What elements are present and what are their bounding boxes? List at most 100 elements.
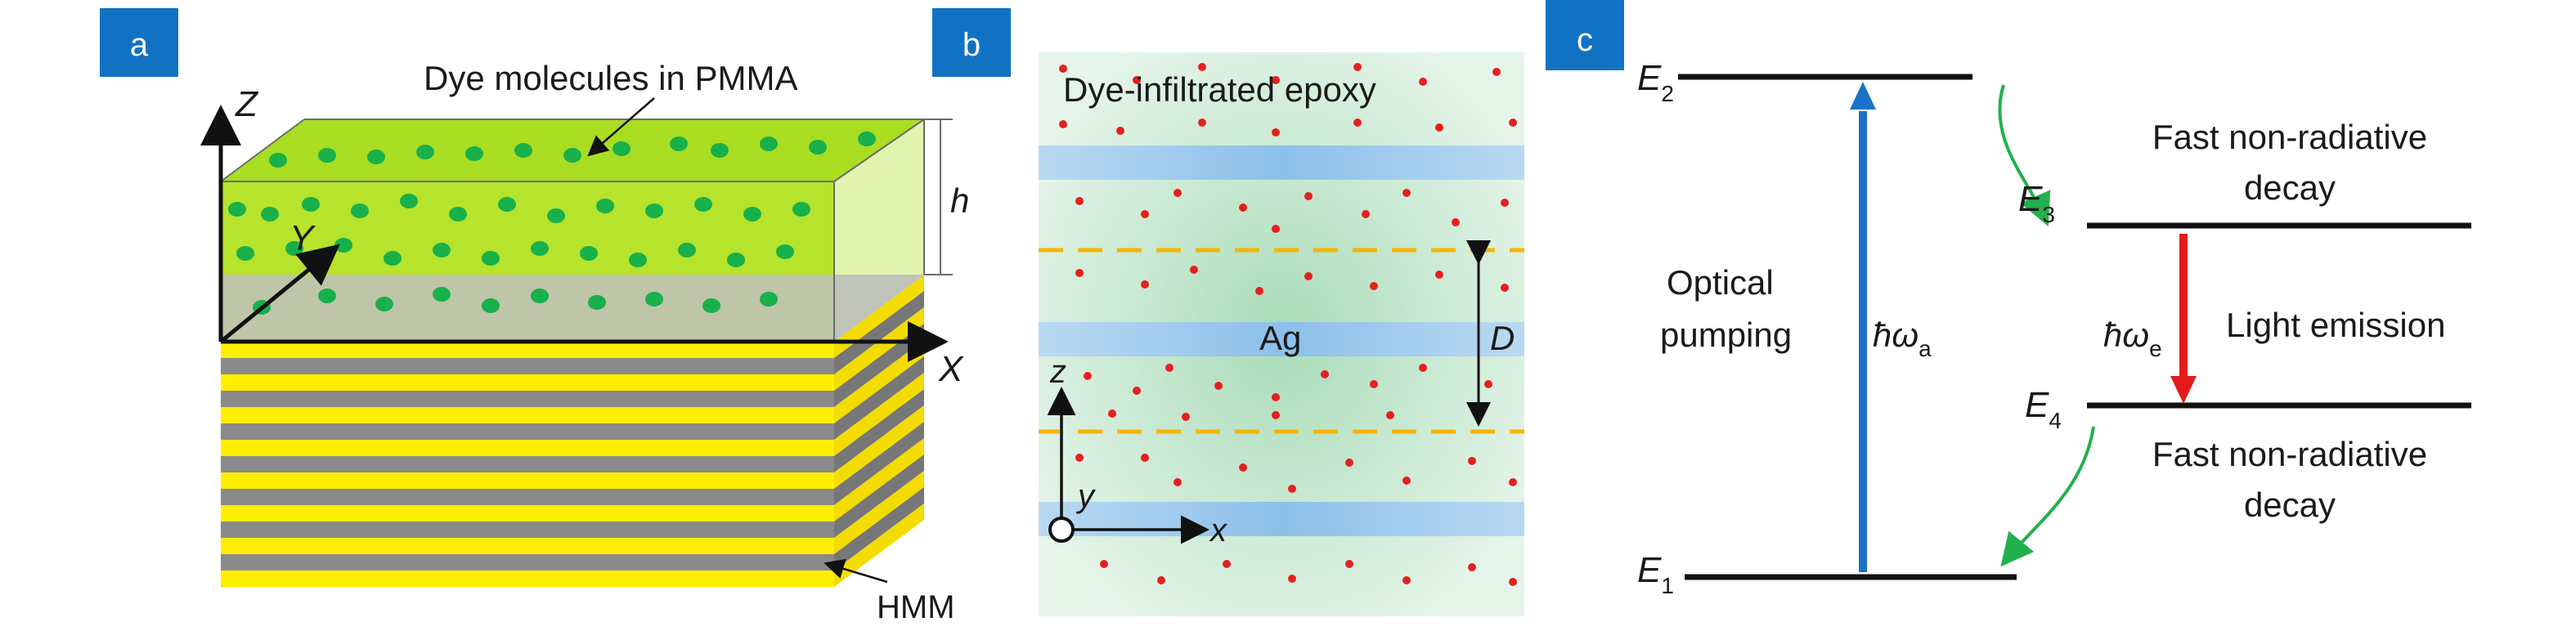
red-dot: [1182, 413, 1190, 421]
hmm-label-pointer: [824, 558, 888, 584]
red-dot: [1272, 225, 1280, 233]
red-dot: [1419, 78, 1427, 86]
red-dot: [1165, 364, 1174, 372]
hmm-stripe: [221, 538, 834, 555]
dye-dot: [416, 145, 434, 159]
red-dot: [1223, 560, 1231, 568]
red-dot: [1133, 387, 1141, 395]
hmm-side-stripe: [834, 275, 924, 358]
dye-dot: [645, 204, 663, 218]
hmm-stripe: [221, 554, 834, 571]
dye-dot: [809, 140, 827, 154]
red-dot: [1370, 282, 1378, 290]
axes-b: [1047, 387, 1209, 544]
dye-dot: [760, 136, 778, 151]
dye-dot: [367, 150, 385, 164]
red-dot: [1239, 463, 1247, 472]
red-dot: [1198, 63, 1206, 71]
red-dot: [1272, 128, 1280, 136]
dye-dot: [318, 289, 336, 303]
dye-dot: [269, 153, 287, 168]
hmm-stripe: [221, 374, 834, 392]
e1-label: E1: [1637, 550, 1674, 598]
hmm-stripe: [221, 391, 834, 408]
hmm-side-stripe: [834, 340, 924, 423]
red-dot: [1272, 76, 1280, 84]
hmm-stripe: [221, 521, 834, 539]
decay-arrow-bottom: [2000, 426, 2095, 567]
hmm-side-stripe: [834, 389, 924, 472]
dye-dot: [711, 143, 729, 158]
epoxy-label: Dye-infiltrated epoxy: [1063, 70, 1376, 109]
panel-c-badge: [1546, 0, 1624, 70]
dye-dot: [743, 207, 761, 222]
decay-bottom-line1: Fast non-radiative: [2152, 435, 2427, 473]
hmm-side-stripe: [834, 356, 924, 440]
red-dot: [1402, 477, 1411, 485]
emission-label: Light emission: [2226, 306, 2445, 344]
hmm-stripe: [221, 407, 834, 424]
dye-dot: [702, 298, 720, 313]
dye-dot: [375, 297, 393, 311]
red-dot: [1075, 269, 1084, 277]
red-dot: [1272, 411, 1280, 419]
dye-dot: [449, 207, 467, 222]
dye-dot: [629, 253, 647, 267]
dye-dot: [261, 207, 279, 222]
hmm-stripe: [221, 342, 834, 359]
decay-top-line2: decay: [2244, 168, 2336, 207]
axis-z-label: Z: [235, 84, 259, 124]
hmm-side-stripe: [834, 324, 924, 407]
hmm-side-stripe: [834, 373, 924, 456]
dye-dot: [760, 292, 778, 307]
red-dot: [1402, 189, 1411, 197]
red-dot: [1345, 459, 1353, 467]
red-dot: [1353, 119, 1362, 127]
red-dot: [1214, 382, 1223, 390]
hmm-side-stripe: [834, 471, 924, 554]
red-dot: [1239, 204, 1247, 212]
red-dot: [1174, 478, 1182, 486]
panel-b-badge: [932, 8, 1011, 77]
red-dot: [1059, 120, 1067, 128]
red-dot: [1255, 287, 1263, 295]
emission-energy-label: ħωe: [2103, 316, 2162, 361]
hmm-stripe: [221, 489, 834, 506]
pump-label-line2: pumping: [1660, 316, 1792, 354]
panel-a: a Z Y X: [100, 8, 969, 625]
panel-c-badge-label: c: [1577, 22, 1593, 58]
red-dot: [1075, 197, 1084, 205]
dye-dot: [645, 292, 663, 307]
red-dot: [1084, 372, 1092, 380]
axis-y-b-label: y: [1075, 478, 1097, 514]
red-dot: [1468, 563, 1476, 571]
dye-molecules-label: Dye molecules in PMMA: [424, 59, 797, 97]
hmm-stripe: [221, 440, 834, 457]
red-dot: [1100, 560, 1108, 568]
e2-label: E2: [1637, 58, 1674, 106]
dye-dot: [670, 136, 688, 151]
dye-dot: [613, 141, 631, 156]
ag-label: Ag: [1259, 319, 1301, 357]
red-dot: [1484, 380, 1492, 388]
e3-label: E3: [2018, 179, 2055, 227]
red-dot: [1174, 189, 1182, 197]
dye-dot: [514, 143, 532, 158]
red-dot: [1452, 218, 1460, 226]
period-label: D: [1490, 319, 1515, 357]
decay-arrow-top: [1998, 84, 2051, 227]
red-dot: [1075, 454, 1084, 462]
hmm-stripe: [221, 472, 834, 490]
ag-band-2: [1039, 322, 1524, 356]
dye-dot: [465, 146, 483, 161]
dye-dot: [858, 132, 876, 146]
red-dot: [1435, 271, 1443, 279]
red-dot: [1116, 127, 1124, 135]
dye-dot: [228, 202, 246, 217]
dye-dot: [302, 197, 320, 212]
red-dot: [1492, 68, 1501, 76]
decay-bottom-line2: decay: [2244, 486, 2336, 524]
ag-band-1: [1039, 145, 1524, 180]
dye-dot: [547, 208, 565, 223]
